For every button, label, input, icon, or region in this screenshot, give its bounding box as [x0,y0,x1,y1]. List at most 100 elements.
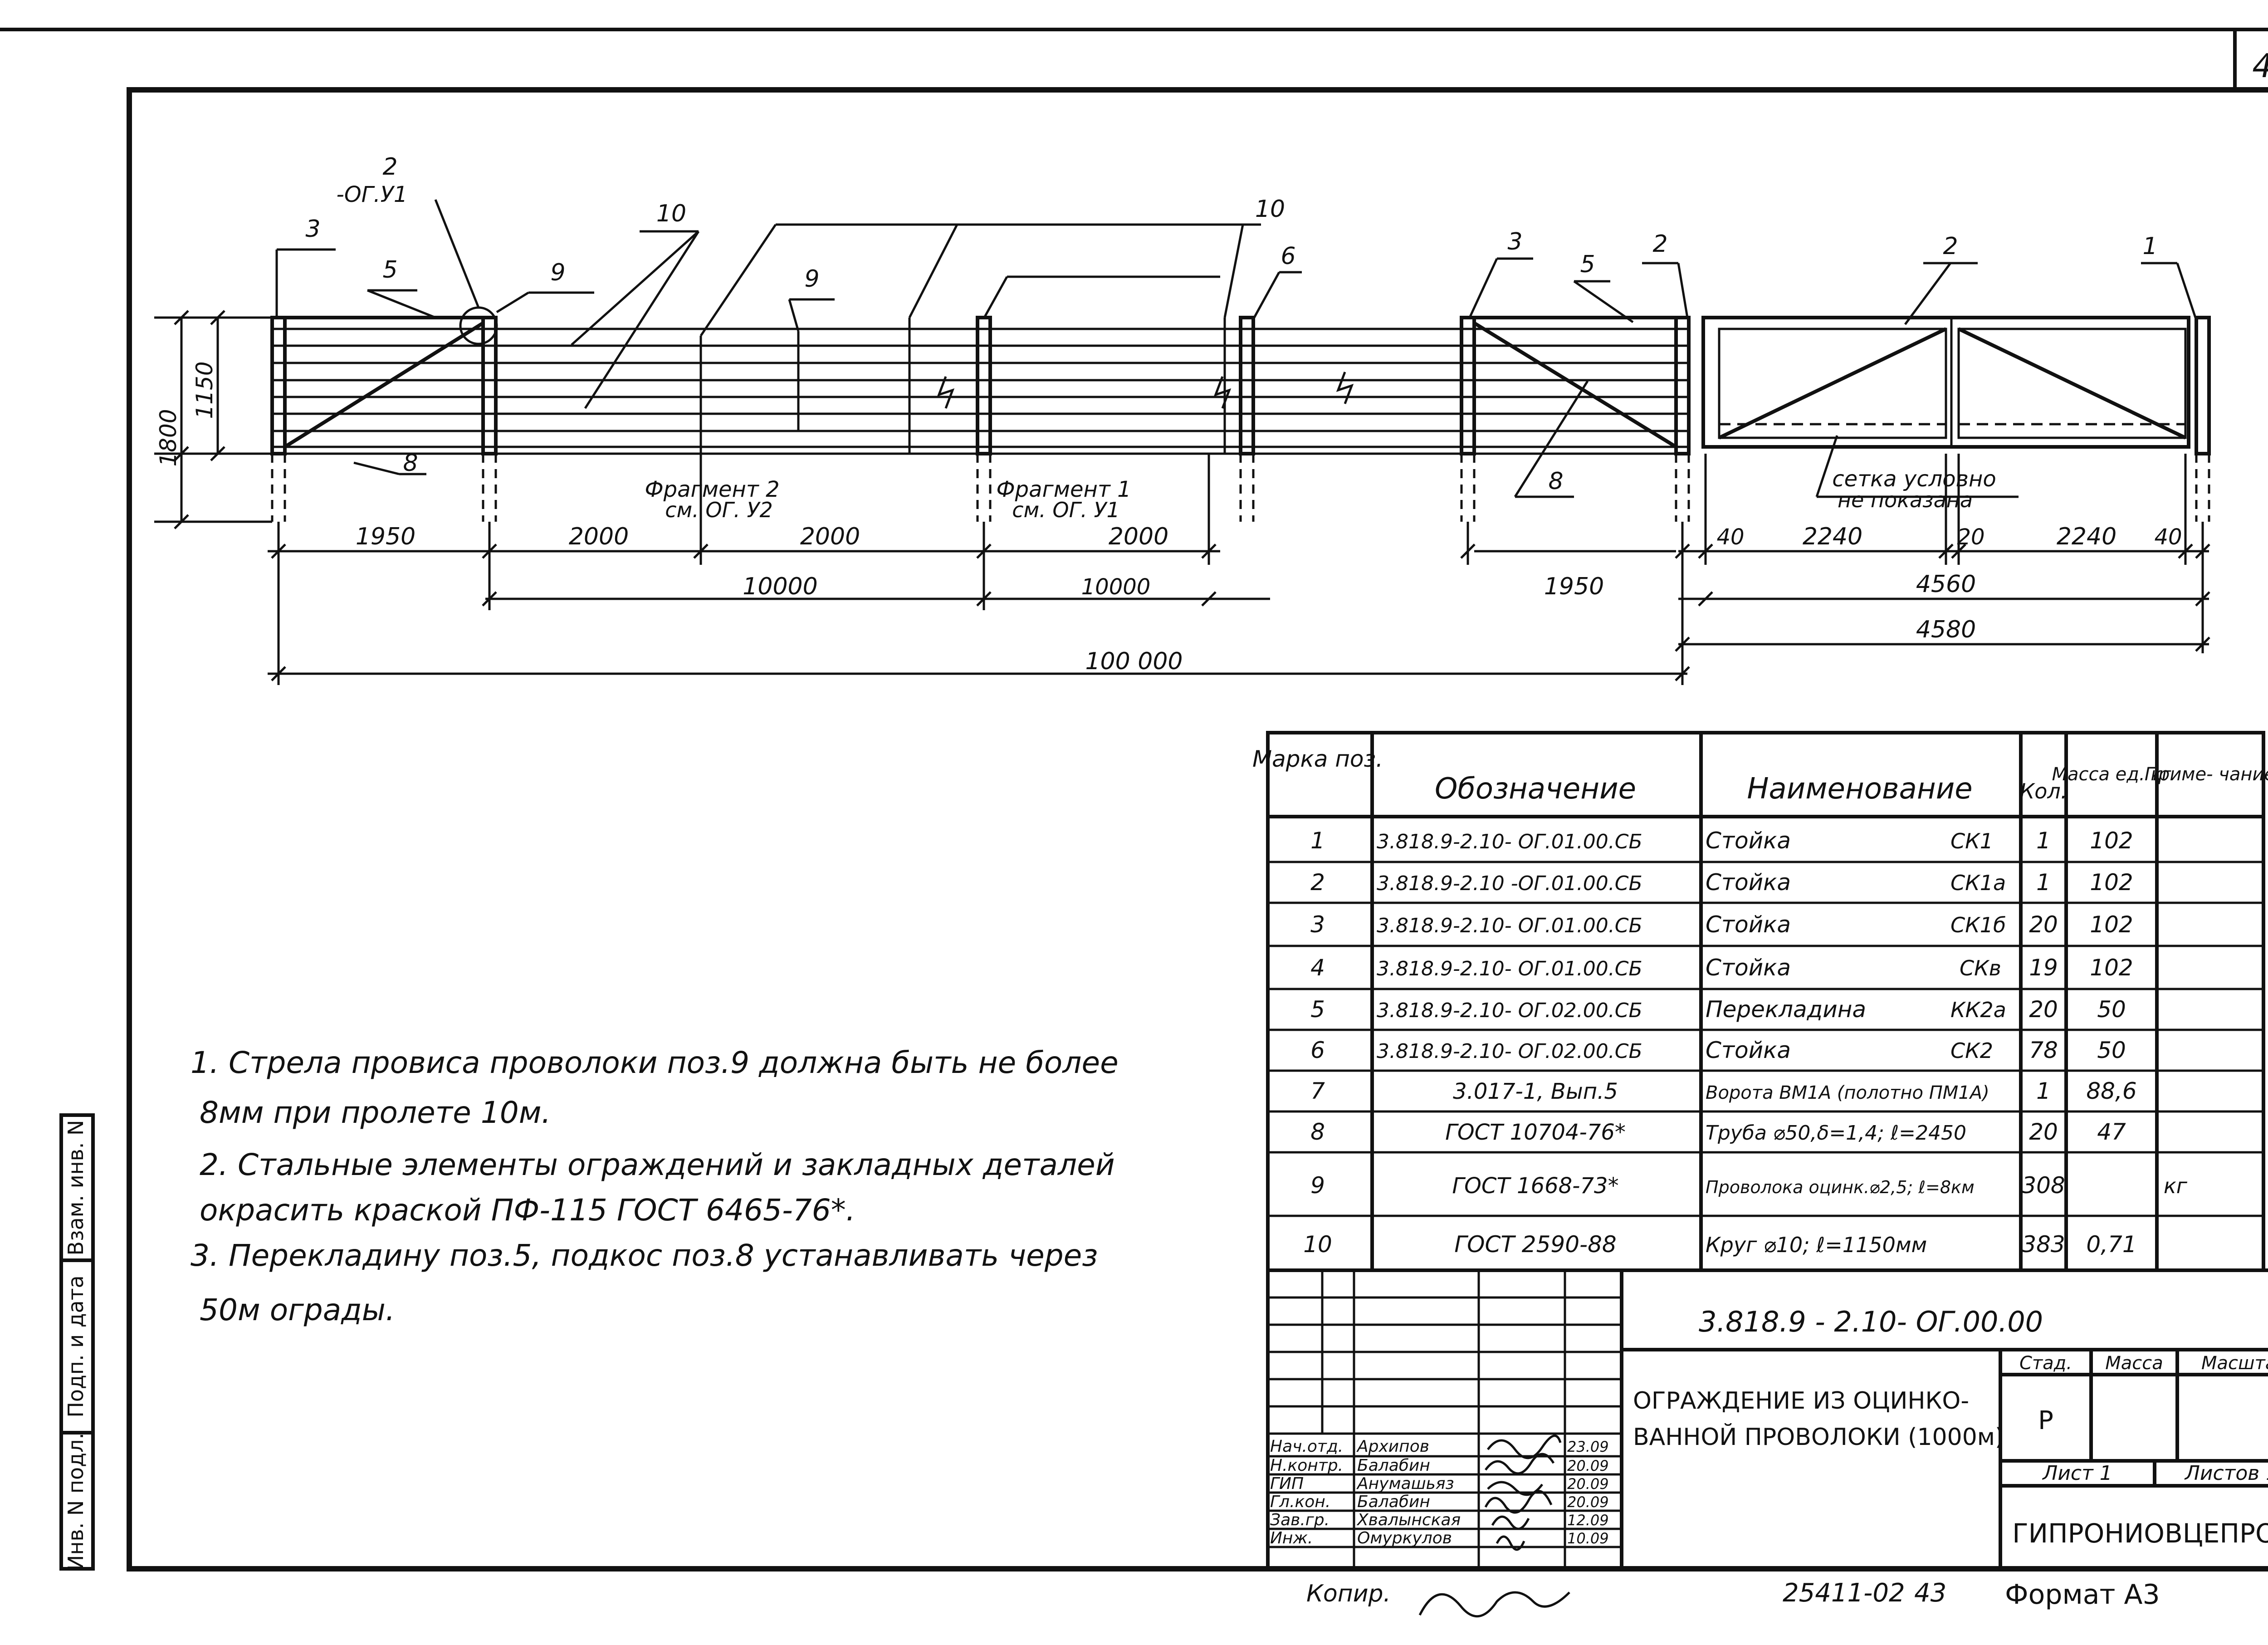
title-block [1266,1268,2268,1571]
row-6-pos: 6 [1310,1037,1325,1063]
dim-10000-a: 10000 [743,573,817,600]
staff-3-date: 20.09 [1567,1475,1609,1493]
row-1-designation: 3.818.9-2.10- ОГ.01.00.СБ [1377,830,1642,853]
staff-2-role: Н.контр. [1270,1456,1343,1475]
callout-1: 1 [2142,233,2157,260]
row-10-mass: 0,71 [2086,1231,2136,1258]
th-designation: Обозначение [1435,772,1636,806]
row-8-pos: 8 [1310,1119,1325,1145]
sheet-frame [0,28,2268,1572]
callout-2b: 2 [1652,230,1667,258]
staff-6-name: Омуркулов [1357,1529,1452,1547]
th-mass: Масса ед. кг [2052,764,2171,785]
dim-2240-right: 2240 [2057,523,2116,550]
signature-scribbles [1418,1434,1570,1618]
dim-2240-left: 2240 [1803,523,1862,550]
row-6-code: СК2 [1950,1038,1993,1063]
callout-5a: 5 [382,256,397,284]
row-3-code: СК1б [1950,913,2006,937]
row-7-designation: 3.017-1, Вып.5 [1453,1079,1618,1104]
row-10-pos: 10 [1303,1231,1332,1258]
row-5-pos: 5 [1310,996,1325,1023]
row-10-name: Круг ⌀10; ℓ=1150мм [1706,1233,1927,1257]
callout-10b: 10 [1255,196,1285,223]
staff-1-date: 23.09 [1567,1438,1609,1455]
dim-1950-right: 1950 [1544,573,1604,600]
dim-height-total: 1800 [155,409,181,466]
callout-9b: 9 [804,265,819,293]
row-2-designation: 3.818.9-2.10 -ОГ.01.00.СБ [1377,872,1642,895]
row-7-name: Ворота ВМ1А (полотно ПМ1А) [1706,1082,1989,1103]
row-7-mass: 88,6 [2086,1078,2136,1104]
staff-3-name: Анумашьяз [1356,1474,1454,1493]
page-number: 43 [1914,1578,1946,1608]
row-5-qty: 20 [2029,996,2058,1023]
row-10-qty: 383 [2022,1231,2065,1258]
row-4-mass: 102 [2090,955,2133,981]
callout-6: 6 [1281,243,1295,270]
note-line-1: 1. Стрела провиса проволоки поз.9 должна… [191,1045,1119,1080]
dim-1950-left: 1950 [356,523,415,550]
row-6-mass: 50 [2097,1037,2126,1063]
fragment-2-ref: см. ОГ. У2 [665,498,773,522]
row-1-code: СК1 [1950,829,1993,853]
row-4-code: СКв [1960,956,2001,980]
leaders [275,199,2197,498]
th-note: Приме- чание [2145,764,2268,785]
note-line-4: окрасить краской ПФ-115 ГОСТ 6465-76*. [200,1193,855,1228]
gate-note-2: не показана [1838,488,1973,512]
callout-5b: 5 [1580,251,1595,278]
staff-4-role: Гл.кон. [1270,1493,1330,1511]
row-3-designation: 3.818.9-2.10- ОГ.01.00.СБ [1377,914,1642,937]
dim-2000-a: 2000 [569,523,629,550]
stage-value: Р [2038,1406,2053,1435]
row-2-code: СК1а [1950,871,2006,895]
dim-20: 20 [1957,524,1984,550]
row-4-name: Стойка [1706,955,1791,981]
staff-1-role: Нач.отд. [1270,1437,1343,1456]
row-7-qty: 1 [2036,1078,2051,1104]
row-1-qty: 1 [2036,827,2051,854]
row-3-qty: 20 [2029,911,2058,938]
mass-header: Масса [2105,1353,2163,1374]
row-2-pos: 2 [1310,869,1325,896]
staff-2-name: Балабин [1357,1456,1430,1475]
stage-header: Стад. [2019,1353,2072,1374]
dim-2000-c: 2000 [1109,523,1168,550]
callout-2: 2 [382,153,397,181]
callout-10a: 10 [656,200,686,227]
row-4-qty: 19 [2029,955,2058,981]
copied-label: Копир. [1306,1580,1391,1607]
fragment-1-ref: см. ОГ. У1 [1012,498,1120,522]
staff-2-date: 20.09 [1567,1457,1609,1474]
stamp-sign-label: Подп. и дата [64,1275,88,1417]
dim-100000: 100 000 [1085,648,1183,675]
callout-3a: 3 [305,215,320,243]
row-9-pos: 9 [1310,1172,1325,1199]
dimension-lines [154,316,2209,685]
archive-number: 25411-02 [1783,1578,1905,1608]
staff-3-role: ГИП [1270,1474,1304,1493]
format-label: Формат А3 [2005,1579,2160,1611]
callout-8b: 8 [1548,468,1563,495]
sheet-number: 42 [2252,47,2268,85]
row-2-name: Стойка [1706,869,1791,896]
row-9-designation: ГОСТ 1668-73* [1452,1173,1618,1199]
staff-1-name: Архипов [1356,1437,1429,1456]
staff-4-name: Балабин [1357,1493,1430,1511]
fence-elevation [270,306,2211,522]
scale-header: Масштаб [2201,1353,2268,1374]
th-qty: Кол. [2020,779,2068,803]
note-line-6: 50м ограды. [200,1292,395,1327]
row-8-designation: ГОСТ 10704-76* [1445,1120,1626,1145]
row-5-name: Перекладина [1706,996,1866,1023]
dim-2000-b: 2000 [800,523,860,550]
dim-4580: 4580 [1916,616,1976,643]
dim-40-left: 40 [1716,524,1744,550]
row-3-name: Стойка [1706,911,1791,938]
dim-10000-b: 10000 [1081,574,1151,600]
doc-code: 3.818.9 - 2.10- ОГ.00.00 [1699,1305,2043,1338]
stamp-inv-label: Инв. N подл. [64,1433,88,1571]
fragment-2-label: Фрагмент 2 [645,477,779,502]
